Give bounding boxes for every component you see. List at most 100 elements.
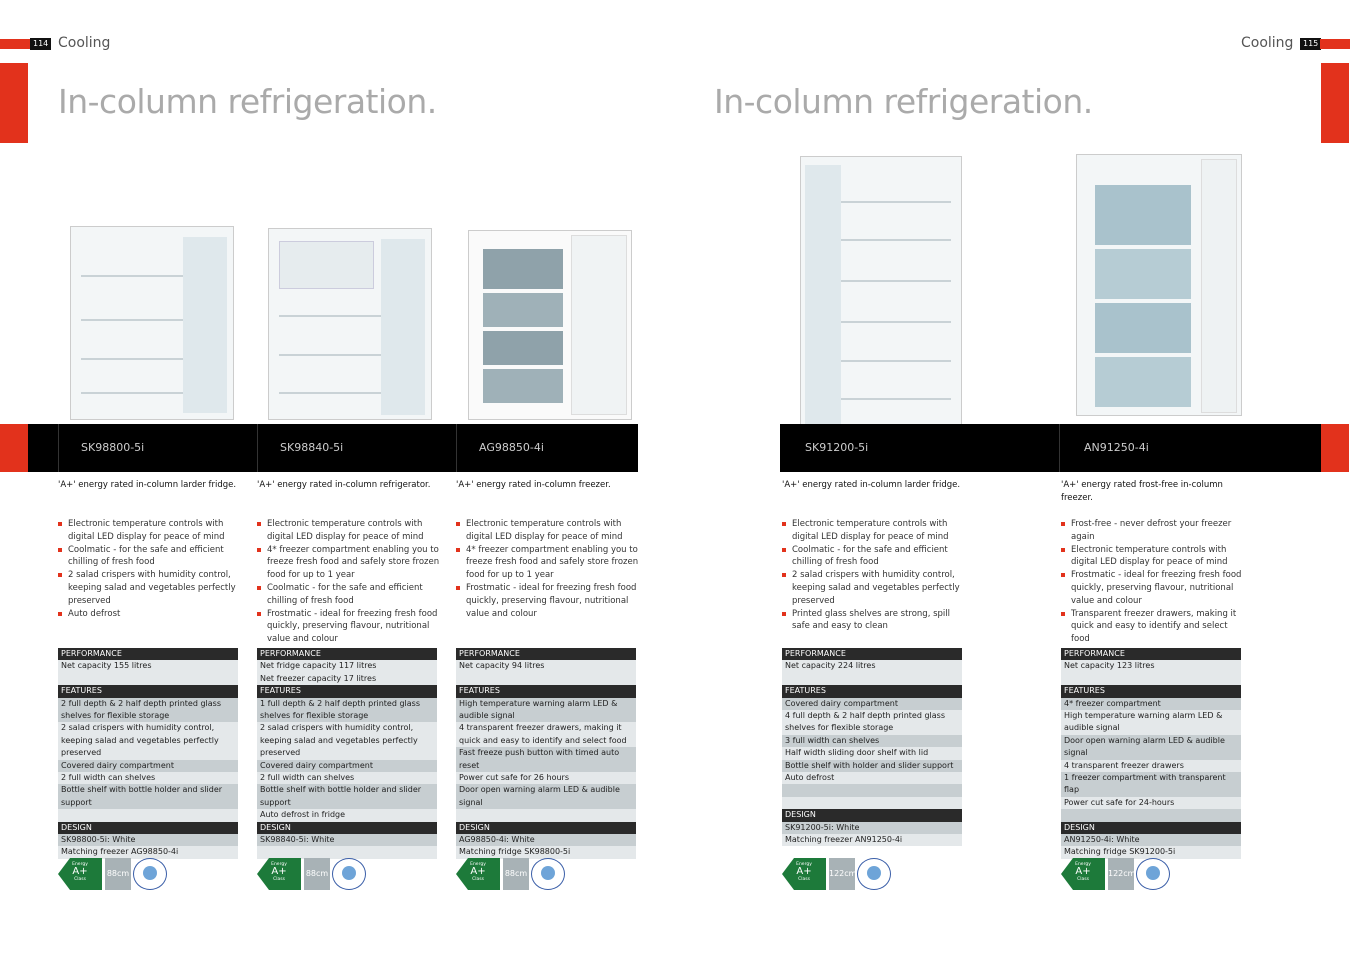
model-name: AG98850-4i (479, 441, 544, 454)
design-row: Matching freezer AN91250-4i (782, 834, 962, 847)
features-row: Bottle shelf with bottle holder and slid… (257, 784, 437, 810)
product-image-sk98840 (268, 228, 432, 420)
model-name: SK98840-5i (280, 441, 344, 454)
features-row: Half width sliding door shelf with lid (782, 747, 962, 760)
product-image-ag98850 (468, 230, 632, 420)
performance-header: PERFORMANCE (58, 648, 238, 661)
bar-divider (1059, 424, 1060, 472)
bullet-item: Coolmatic - for the safe and efficient c… (58, 544, 240, 570)
product-intro: 'A+' energy rated in-column larder fridg… (782, 480, 961, 490)
red-tab-left-bar (0, 424, 28, 472)
energy-saving-seal-icon (133, 858, 167, 890)
bullet-item: Transparent freezer drawers, making it q… (1061, 608, 1245, 646)
header-rule-left (0, 39, 30, 49)
bullet-item: Printed glass shelves are strong, spill … (782, 608, 966, 634)
features-row: Covered dairy compartment (257, 759, 437, 773)
energy-rating: A+ (72, 866, 88, 877)
empty-row (58, 672, 238, 686)
features-row: 2 full width can shelves (58, 772, 238, 785)
performance-row: Net capacity 155 litres (58, 660, 238, 673)
design-row: AG98850-4i: White (456, 834, 636, 847)
performance-header: PERFORMANCE (782, 648, 962, 661)
model-name: AN91250-4i (1084, 441, 1149, 454)
niche-size: 88cm (503, 858, 529, 890)
spec-table: PERFORMANCE Net fridge capacity 117 litr… (257, 648, 437, 859)
red-tab-right (1321, 63, 1349, 143)
class-text: Class (798, 877, 810, 882)
product-intro: 'A+' energy rated in-column freezer. (456, 480, 611, 490)
spec-table: PERFORMANCE Net capacity 224 litres FEAT… (782, 648, 962, 847)
bullet-item: Frostmatic - ideal for freezing fresh fo… (1061, 569, 1245, 607)
performance-header: PERFORMANCE (257, 648, 437, 661)
features-row: 3 full width can shelves (782, 734, 962, 748)
model-bar-left (28, 424, 638, 472)
spec-table: PERFORMANCE Net capacity 123 litres FEAT… (1061, 648, 1241, 859)
features-header: FEATURES (58, 685, 238, 698)
features-row: Auto defrost in fridge (257, 809, 437, 822)
product-intro: 'A+' energy rated frost-free in-column f… (1061, 480, 1223, 503)
empty-row (782, 784, 962, 797)
features-row: 2 salad crispers with humidity control, … (58, 722, 238, 760)
page-heading-left: In-column refrigeration. (58, 82, 437, 121)
model-bar-right (780, 424, 1321, 472)
niche-size: 88cm (105, 858, 131, 890)
design-row: SK98840-5i: White (257, 834, 437, 847)
features-row: 4 transparent freezer drawers, making it… (456, 722, 636, 748)
performance-header: PERFORMANCE (1061, 648, 1241, 661)
empty-row (58, 809, 238, 822)
empty-row (1061, 809, 1241, 822)
design-row: Matching fridge SK98800-5i (456, 846, 636, 859)
energy-text: Energy (72, 862, 88, 867)
product-image-sk98800 (70, 226, 234, 420)
empty-row (456, 809, 636, 822)
bullet-item: Electronic temperature controls with dig… (782, 518, 966, 544)
empty-row (1061, 672, 1241, 686)
features-row: 1 freezer compartment with transparent f… (1061, 772, 1241, 797)
spec-table: PERFORMANCE Net capacity 155 litres FEAT… (58, 648, 238, 859)
energy-saving-seal-icon (857, 858, 891, 890)
bullet-item: 4* freezer compartment enabling you to f… (257, 544, 441, 582)
design-header: DESIGN (782, 809, 962, 822)
features-row: High temperature warning alarm LED & aud… (1061, 709, 1241, 735)
design-header: DESIGN (257, 821, 437, 835)
features-row: 1 full depth & 2 half depth printed glas… (257, 697, 437, 723)
class-text: Class (74, 877, 86, 882)
energy-text: Energy (1075, 862, 1091, 867)
features-row: 4 full depth & 2 half depth printed glas… (782, 709, 962, 735)
page-number-right: 115 (1300, 38, 1322, 50)
class-text: Class (472, 877, 484, 882)
features-row: Fast freeze push button with timed auto … (456, 747, 636, 773)
product-image-an91250 (1076, 154, 1242, 416)
red-tab-right-bar (1321, 424, 1349, 472)
features-header: FEATURES (257, 685, 437, 698)
niche-size: 122cm (829, 858, 856, 890)
bullet-item: Electronic temperature controls with dig… (1061, 544, 1245, 570)
empty-row (782, 796, 962, 810)
features-header: FEATURES (782, 685, 962, 698)
bar-divider (58, 424, 59, 472)
energy-rating: A+ (470, 866, 486, 877)
performance-row: Net capacity 123 litres (1061, 660, 1241, 673)
niche-size: 88cm (304, 858, 330, 890)
performance-row: Net fridge capacity 117 litres (257, 660, 437, 673)
features-row: Power cut safe for 24-hours (1061, 796, 1241, 810)
design-header: DESIGN (58, 821, 238, 835)
features-row: Auto defrost (782, 772, 962, 785)
header-rule-right (1320, 39, 1350, 49)
performance-header: PERFORMANCE (456, 648, 636, 661)
features-row: Covered dairy compartment (58, 759, 238, 773)
class-text: Class (1077, 877, 1089, 882)
empty-row (456, 672, 636, 686)
energy-saving-seal-icon (531, 858, 565, 890)
model-name: SK98800-5i (81, 441, 145, 454)
red-tab-left (0, 63, 28, 143)
